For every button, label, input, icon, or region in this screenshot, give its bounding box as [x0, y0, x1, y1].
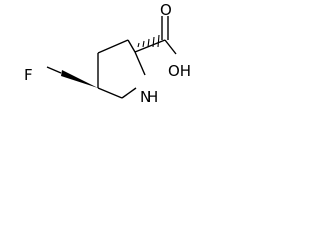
- atom-nitrogen: N: [140, 88, 151, 106]
- stereo-wedge-bond: [61, 70, 98, 88]
- stereo-hash-bond: [137, 34, 160, 48]
- structure-canvas: F O OH N H: [0, 0, 198, 122]
- atom-hydroxyl: OH: [168, 62, 191, 80]
- bond-c5-n: [121, 87, 137, 99]
- bond-c3-c6-ring: [127, 39, 136, 53]
- bond-c-hydroxyl: [164, 39, 177, 55]
- atom-oxygen-carbonyl: O: [160, 1, 172, 19]
- bond-c4-c5: [97, 87, 123, 99]
- bond-c-carboxyl: [134, 39, 166, 53]
- atom-fluorine: F: [24, 66, 33, 84]
- bond-n-c3: [134, 51, 146, 76]
- atom-nitrogen-hydrogen: H: [147, 88, 158, 106]
- bond-c4-f: [46, 66, 62, 74]
- molecule-diagram: F O OH N H: [24, 1, 191, 106]
- bond-c2-c3: [97, 39, 129, 54]
